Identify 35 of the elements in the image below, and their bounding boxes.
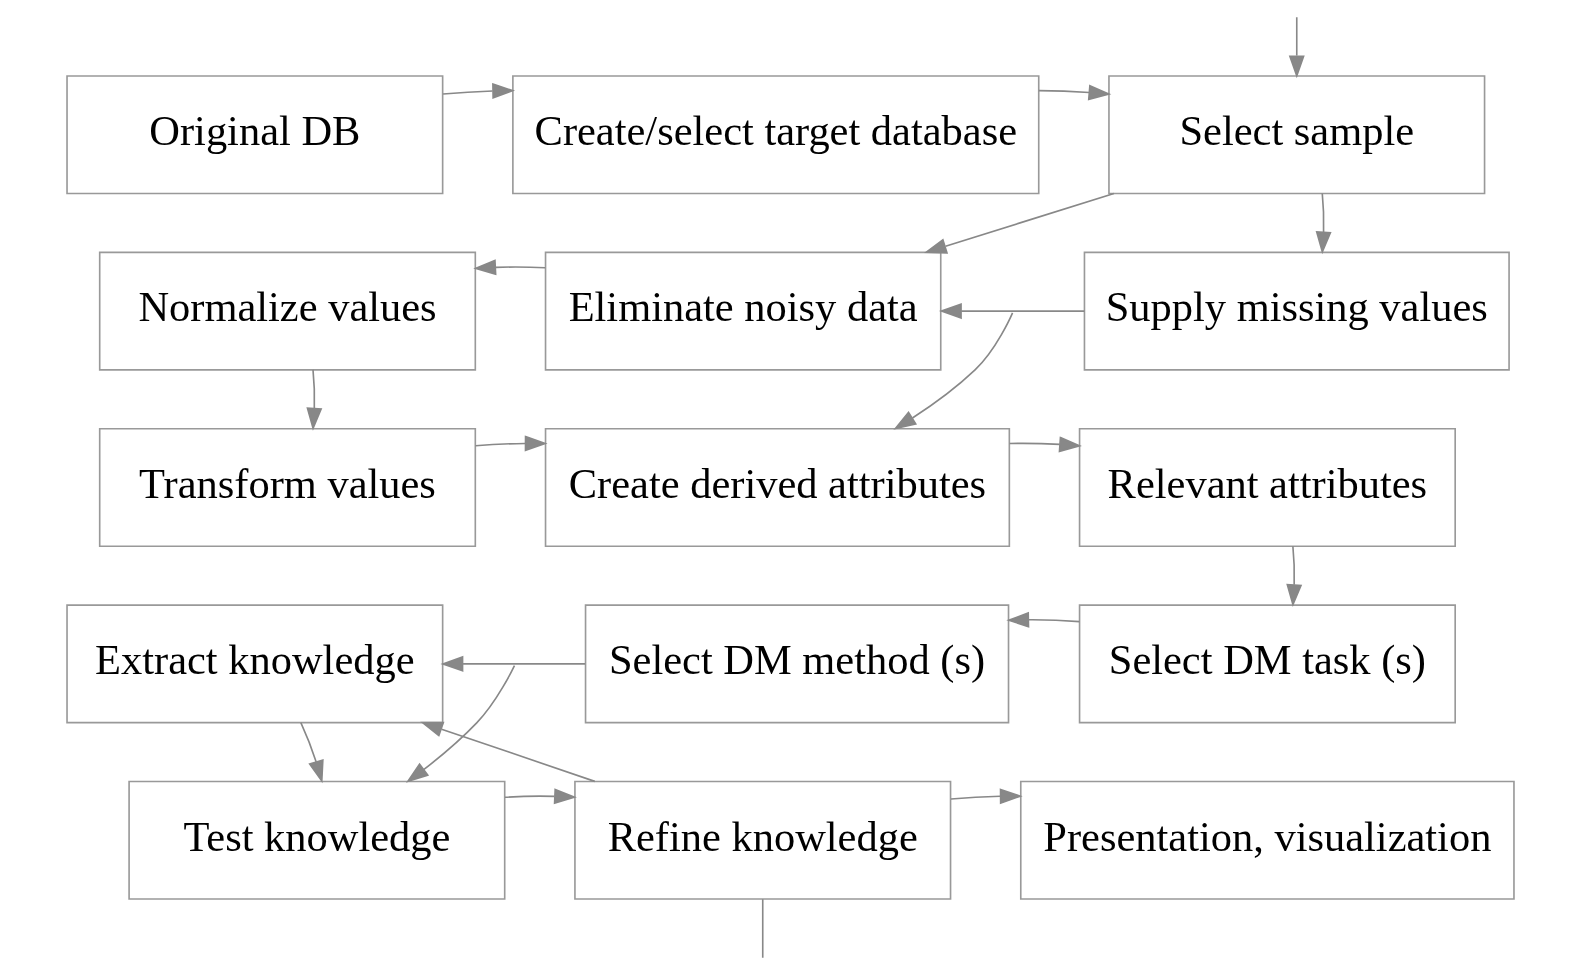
arrow xyxy=(950,787,1023,804)
arrow xyxy=(405,664,516,783)
arrow xyxy=(300,721,324,783)
arrow xyxy=(893,311,1014,430)
node-box: Transform values xyxy=(98,427,477,547)
node-box: Refine knowledge xyxy=(574,780,952,900)
node-box: Supply missing values xyxy=(1083,251,1510,371)
node-box: Eliminate noisy data xyxy=(544,251,942,371)
node-box: Create/select target database xyxy=(512,74,1040,194)
arrow xyxy=(939,302,1086,319)
node-box: Select DM method (s) xyxy=(584,603,1010,723)
node-box: Select DM task (s) xyxy=(1078,603,1456,723)
node-box: Create derived attributes xyxy=(544,427,1011,547)
arrow xyxy=(306,368,323,431)
node-box: Original DB xyxy=(66,74,444,194)
arrow xyxy=(923,192,1115,254)
arrow xyxy=(1038,83,1112,100)
arrow xyxy=(442,82,516,99)
arrow xyxy=(1286,544,1303,607)
arrow xyxy=(474,434,548,451)
arrow xyxy=(1315,192,1332,254)
arrow xyxy=(473,258,546,275)
arrow xyxy=(1006,611,1081,628)
arrow xyxy=(1288,15,1305,78)
node-box: Select sample xyxy=(1108,74,1486,194)
arrow xyxy=(1008,435,1082,452)
node-box: Presentation, visualization xyxy=(1019,780,1515,900)
node-box: Test knowledge xyxy=(128,780,506,900)
arrow xyxy=(420,721,596,782)
arrow xyxy=(440,655,586,672)
connector xyxy=(761,897,764,959)
arrow xyxy=(504,787,577,804)
node-box: Normalize values xyxy=(98,251,477,371)
node-box: Relevant attributes xyxy=(1078,427,1456,547)
node-box: Extract knowledge xyxy=(66,603,444,723)
